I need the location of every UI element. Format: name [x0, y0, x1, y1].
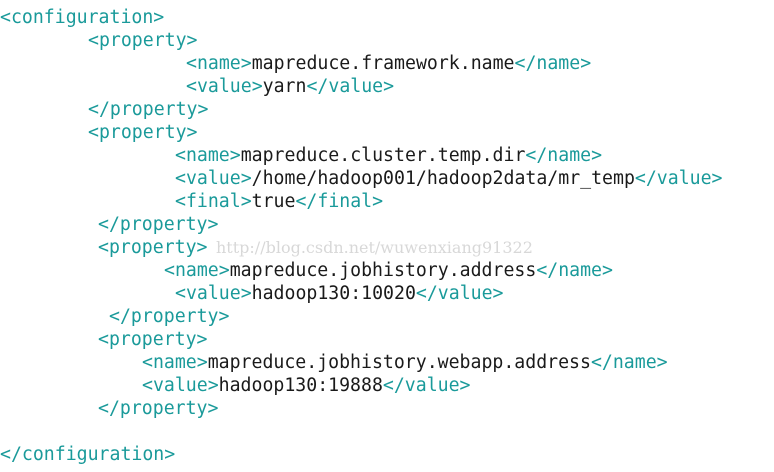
- xml-text-value: mapreduce.jobhistory.address: [229, 260, 537, 281]
- code-line: <name>mapreduce.cluster.temp.dir</name>: [175, 144, 602, 167]
- code-line: <configuration>: [0, 6, 164, 29]
- xml-open-tag: <value>: [175, 283, 252, 304]
- code-line: <name>mapreduce.jobhistory.webapp.addres…: [142, 351, 668, 374]
- xml-text-value: true: [251, 191, 296, 212]
- xml-open-tag: <name>: [164, 260, 230, 281]
- xml-close-tag: </value>: [634, 168, 723, 189]
- code-line: <value>hadoop130:10020</value>: [175, 282, 504, 305]
- code-line: <value>hadoop130:19888</value>: [142, 374, 471, 397]
- xml-close-tag: </final>: [295, 191, 384, 212]
- xml-close-tag: </name>: [525, 145, 603, 166]
- xml-text-value: mapreduce.jobhistory.webapp.address: [207, 352, 591, 373]
- code-line: <property>: [88, 29, 198, 52]
- code-line: <value>yarn</value>: [186, 75, 394, 98]
- xml-open-tag: <property>: [98, 237, 208, 258]
- xml-open-tag: </property>: [109, 306, 230, 327]
- xml-text-value: hadoop130:10020: [251, 283, 416, 304]
- xml-open-tag: <value>: [142, 375, 219, 396]
- watermark-text: http://blog.csdn.net/wuwenxiang91322: [216, 238, 533, 257]
- xml-text-value: /home/hadoop001/hadoop2data/mr_temp: [251, 168, 635, 189]
- xml-text-value: hadoop130:19888: [218, 375, 383, 396]
- xml-open-tag: <property>: [88, 30, 198, 51]
- xml-open-tag: <name>: [186, 53, 252, 74]
- code-line: <name>mapreduce.jobhistory.address</name…: [164, 259, 613, 282]
- xml-open-tag: </property>: [98, 214, 219, 235]
- xml-open-tag: </property>: [98, 398, 219, 419]
- xml-open-tag: <property>: [88, 122, 198, 143]
- xml-text-value: yarn: [262, 76, 307, 97]
- xml-close-tag: </value>: [415, 283, 504, 304]
- code-line: <property>: [98, 236, 208, 259]
- xml-open-tag: </configuration>: [0, 444, 176, 465]
- code-line: <final>true</final>: [175, 190, 383, 213]
- xml-open-tag: <name>: [175, 145, 241, 166]
- code-line: </configuration>: [0, 443, 175, 466]
- xml-close-tag: </value>: [306, 76, 395, 97]
- code-line: <value>/home/hadoop001/hadoop2data/mr_te…: [175, 167, 723, 190]
- xml-text-value: mapreduce.framework.name: [251, 53, 515, 74]
- xml-open-tag: <property>: [98, 329, 208, 350]
- xml-close-tag: </value>: [382, 375, 471, 396]
- code-line: <property>: [98, 328, 208, 351]
- xml-open-tag: <value>: [186, 76, 263, 97]
- code-line: <name>mapreduce.framework.name</name>: [186, 52, 591, 75]
- xml-open-tag: <final>: [175, 191, 252, 212]
- code-line: <property>: [88, 121, 198, 144]
- code-line: </property>: [88, 98, 208, 121]
- code-line: </property>: [98, 397, 218, 420]
- code-line: </property>: [109, 305, 229, 328]
- xml-open-tag: <value>: [175, 168, 252, 189]
- xml-open-tag: <configuration>: [0, 7, 165, 28]
- code-line: </property>: [98, 213, 218, 236]
- xml-text-value: mapreduce.cluster.temp.dir: [240, 145, 526, 166]
- xml-close-tag: </name>: [514, 53, 592, 74]
- xml-open-tag: </property>: [88, 99, 209, 120]
- xml-close-tag: </name>: [590, 352, 668, 373]
- xml-open-tag: <name>: [142, 352, 208, 373]
- xml-close-tag: </name>: [536, 260, 613, 281]
